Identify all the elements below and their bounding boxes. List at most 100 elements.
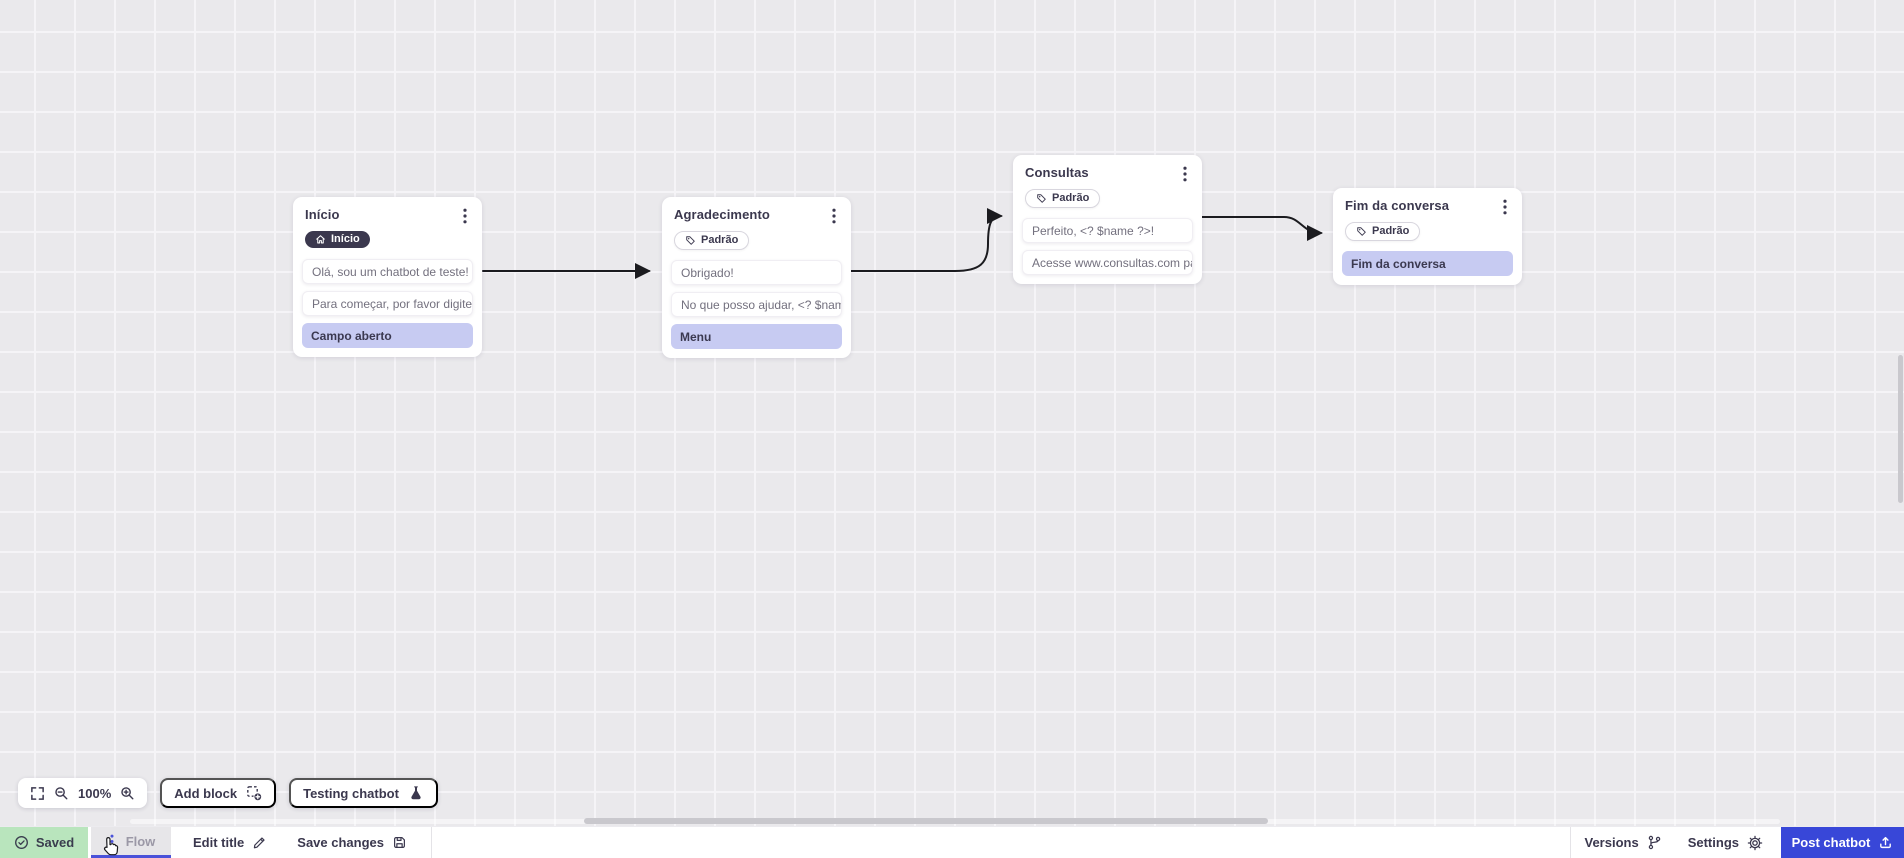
check-circle-icon bbox=[14, 836, 28, 849]
zoom-controls: 100% bbox=[18, 778, 148, 808]
flow-tab-menu-button[interactable] bbox=[107, 833, 117, 850]
settings-label: Settings bbox=[1687, 835, 1739, 850]
node-cards: Fim da conversa bbox=[1342, 251, 1513, 276]
tag-icon bbox=[686, 236, 695, 245]
vertical-scrollbar[interactable] bbox=[1898, 355, 1903, 503]
node-title: Fim da conversa bbox=[1345, 198, 1450, 213]
message-text: Acesse www.consultas.com par... bbox=[1032, 255, 1193, 270]
canvas-toolbar: 100% Add block Testing chatbot bbox=[18, 778, 438, 808]
node-menu-button[interactable] bbox=[460, 207, 470, 225]
message-text: Para começar, por favor digite o ... bbox=[312, 296, 473, 311]
message-card[interactable]: Para começar, por favor digite o ... bbox=[302, 291, 473, 316]
node-cards: Obrigado! No que posso ajudar, <? $name … bbox=[671, 260, 842, 349]
pencil-icon bbox=[254, 837, 265, 849]
node-title: Consultas bbox=[1025, 165, 1089, 180]
zoom-in-icon bbox=[121, 786, 134, 799]
message-text: Olá, sou um chatbot de teste! bbox=[312, 264, 469, 279]
post-chatbot-button[interactable]: Post chatbot bbox=[1781, 827, 1904, 858]
horizontal-scrollbar[interactable] bbox=[584, 818, 1268, 824]
node-header: Agradecimento bbox=[671, 207, 842, 225]
flow-node-consultas[interactable]: Consultas Padrão Perfeito, <? $name ?>! … bbox=[1013, 155, 1202, 284]
input-label: Campo aberto bbox=[311, 328, 392, 343]
flask-icon bbox=[411, 786, 421, 800]
save-changes-label: Save changes bbox=[297, 835, 384, 850]
node-type-badge: Início bbox=[305, 231, 370, 248]
kebab-menu-icon bbox=[832, 208, 836, 224]
input-card[interactable]: Menu bbox=[671, 324, 842, 349]
testing-chatbot-label: Testing chatbot bbox=[303, 785, 399, 801]
node-menu-button[interactable] bbox=[1500, 198, 1510, 216]
bottom-status-bar: Saved Flow Edit title Save changes Versi… bbox=[0, 826, 1904, 858]
message-card[interactable]: Acesse www.consultas.com par... bbox=[1022, 250, 1193, 275]
node-badge-label: Padrão bbox=[701, 234, 739, 246]
post-chatbot-label: Post chatbot bbox=[1791, 835, 1871, 850]
node-type-badge: Padrão bbox=[1345, 222, 1421, 241]
node-type-badge: Padrão bbox=[1025, 189, 1101, 208]
kebab-menu-icon bbox=[110, 834, 114, 848]
settings-button[interactable]: Settings bbox=[1688, 827, 1763, 858]
kebab-menu-icon bbox=[1503, 199, 1507, 215]
tag-icon bbox=[1037, 194, 1046, 203]
add-block-button[interactable]: Add block bbox=[160, 778, 277, 808]
node-badge-label: Padrão bbox=[1052, 192, 1090, 204]
flow-node-fim-da-conversa[interactable]: Fim da conversa Padrão Fim da conversa bbox=[1333, 188, 1522, 285]
flow-node-inicio[interactable]: Início Início Olá, sou um chatbot de tes… bbox=[293, 197, 482, 357]
tag-icon bbox=[1357, 227, 1366, 236]
saved-status-badge: Saved bbox=[0, 827, 88, 858]
message-card[interactable]: No que posso ajudar, <? $name ... bbox=[671, 292, 842, 317]
input-label: Fim da conversa bbox=[1351, 256, 1446, 271]
kebab-menu-icon bbox=[463, 208, 467, 224]
statusbar-spacer bbox=[432, 827, 1570, 858]
node-header: Início bbox=[302, 207, 473, 225]
node-header: Consultas bbox=[1022, 165, 1193, 183]
edge-agradecimento-to-consultas bbox=[850, 208, 1003, 272]
testing-chatbot-button[interactable]: Testing chatbot bbox=[289, 778, 438, 808]
versions-button[interactable]: Versions bbox=[1585, 827, 1662, 858]
versions-label: Versions bbox=[1584, 835, 1639, 850]
message-text: No que posso ajudar, <? $name ... bbox=[681, 297, 841, 312]
save-changes-button[interactable]: Save changes bbox=[297, 827, 407, 858]
statusbar-divider bbox=[431, 827, 432, 858]
zoom-in-button[interactable] bbox=[120, 786, 135, 801]
node-title: Início bbox=[305, 207, 340, 222]
input-card[interactable]: Campo aberto bbox=[302, 323, 473, 348]
node-title: Agradecimento bbox=[674, 207, 770, 222]
save-icon bbox=[394, 837, 405, 848]
kebab-menu-icon bbox=[1183, 166, 1187, 182]
zoom-out-button[interactable] bbox=[54, 786, 69, 801]
message-card[interactable]: Olá, sou um chatbot de teste! bbox=[302, 259, 473, 284]
edit-title-label: Edit title bbox=[193, 835, 245, 850]
saved-label: Saved bbox=[35, 835, 75, 850]
edge-consultas-to-fim bbox=[1201, 216, 1323, 241]
node-cards: Perfeito, <? $name ?>! Acesse www.consul… bbox=[1022, 218, 1193, 275]
gear-icon bbox=[1747, 835, 1763, 850]
message-card[interactable]: Perfeito, <? $name ?>! bbox=[1022, 218, 1193, 243]
home-icon bbox=[316, 235, 325, 244]
git-branch-icon bbox=[1648, 835, 1660, 850]
input-label: Menu bbox=[680, 329, 712, 344]
tab-flow[interactable]: Flow bbox=[91, 827, 171, 858]
node-badge-label: Padrão bbox=[1372, 225, 1410, 237]
node-menu-button[interactable] bbox=[1180, 165, 1190, 183]
flow-canvas[interactable]: Início Início Olá, sou um chatbot de tes… bbox=[0, 0, 1904, 826]
message-text: Obrigado! bbox=[681, 265, 734, 280]
flow-tab-label: Flow bbox=[125, 833, 156, 849]
fullscreen-icon bbox=[31, 786, 44, 800]
add-block-icon bbox=[247, 786, 263, 801]
node-badge-label: Início bbox=[331, 233, 360, 245]
message-text: Perfeito, <? $name ?>! bbox=[1032, 223, 1155, 238]
zoom-out-icon bbox=[55, 786, 68, 799]
connection-edges bbox=[482, 208, 1323, 279]
edit-title-button[interactable]: Edit title bbox=[193, 827, 267, 858]
upload-icon bbox=[1880, 836, 1892, 849]
node-menu-button[interactable] bbox=[829, 207, 839, 225]
statusbar-divider bbox=[1569, 827, 1571, 858]
zoom-level: 100% bbox=[78, 785, 112, 801]
message-card[interactable]: Obrigado! bbox=[671, 260, 842, 285]
node-header: Fim da conversa bbox=[1342, 198, 1513, 216]
add-block-label: Add block bbox=[174, 785, 238, 801]
input-card[interactable]: Fim da conversa bbox=[1342, 251, 1513, 276]
fit-screen-button[interactable] bbox=[30, 786, 45, 801]
node-type-badge: Padrão bbox=[674, 231, 750, 250]
flow-node-agradecimento[interactable]: Agradecimento Padrão Obrigado! No que po… bbox=[662, 197, 851, 358]
